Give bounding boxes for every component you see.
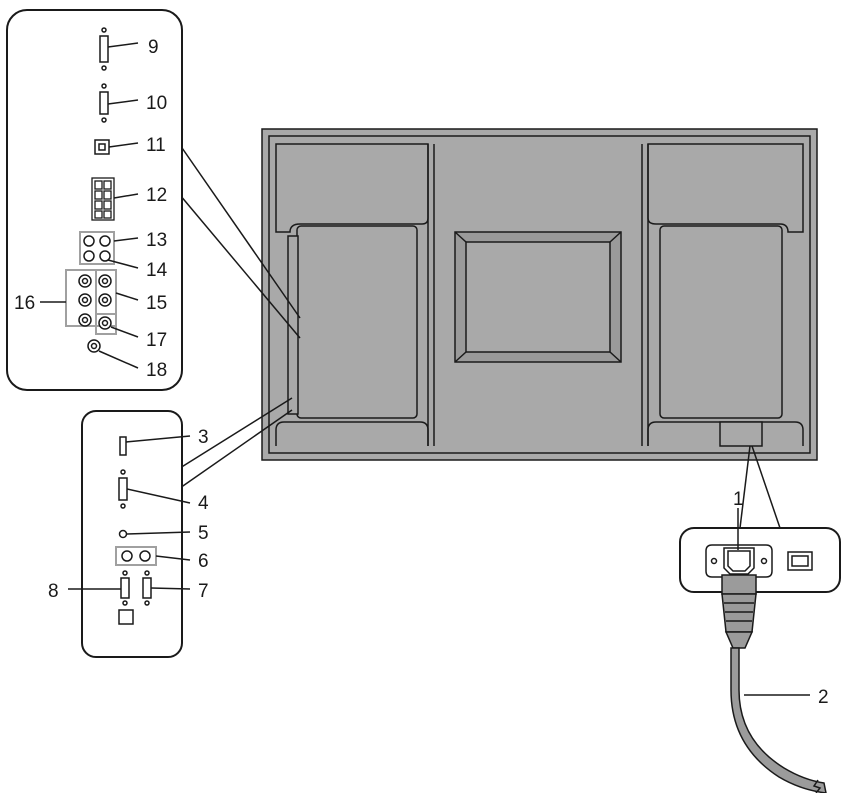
side-terminal-strip xyxy=(287,235,299,415)
lan-port-icon xyxy=(94,139,110,155)
label-3: 3 xyxy=(198,427,209,448)
label-11: 11 xyxy=(146,135,166,156)
callout-upper-terminals: 9 10 11 12 13 xyxy=(6,9,183,391)
switch-icon xyxy=(118,609,134,625)
rca-jack-icon xyxy=(78,274,112,330)
power-inlet-housing xyxy=(719,421,763,447)
label-12: 12 xyxy=(146,185,167,206)
power-cord xyxy=(721,574,827,793)
label-2: 2 xyxy=(818,687,829,708)
left-terminal-compartment xyxy=(296,225,418,419)
right-terminal-compartment xyxy=(659,225,783,419)
label-10: 10 xyxy=(146,93,167,114)
label-17: 17 xyxy=(146,330,167,351)
label-8: 8 xyxy=(48,581,59,602)
callout-power: 1 xyxy=(679,489,841,593)
label-1: 1 xyxy=(733,489,744,510)
d-sub-connector-icon xyxy=(118,469,128,509)
terminal-block-icon xyxy=(91,177,115,221)
callout-leaders xyxy=(179,144,781,529)
rca-jack-icon xyxy=(83,235,111,262)
label-5: 5 xyxy=(198,523,209,544)
callout-lower-terminals: 3 4 5 6 7 8 xyxy=(48,410,209,658)
d-sub-connector-icon xyxy=(99,83,109,123)
label-4: 4 xyxy=(198,493,209,514)
hdmi-port-icon xyxy=(119,436,127,456)
label-18: 18 xyxy=(146,360,167,381)
label-13: 13 xyxy=(146,230,167,251)
label-6: 6 xyxy=(198,551,209,572)
mini-jack-icon xyxy=(87,339,101,353)
ac-inlet-icon xyxy=(705,544,773,578)
label-7: 7 xyxy=(198,581,209,602)
d-sub-connector-icon xyxy=(99,27,109,71)
label-9: 9 xyxy=(148,37,159,58)
monitor-rear xyxy=(261,128,818,461)
label-16: 16 xyxy=(14,293,35,314)
d-sub-connector-icon xyxy=(120,570,152,606)
power-switch-icon xyxy=(787,551,813,571)
label-15: 15 xyxy=(146,293,167,314)
rca-jack-icon xyxy=(121,550,151,562)
mini-jack-icon xyxy=(118,529,128,539)
label-14: 14 xyxy=(146,260,168,281)
